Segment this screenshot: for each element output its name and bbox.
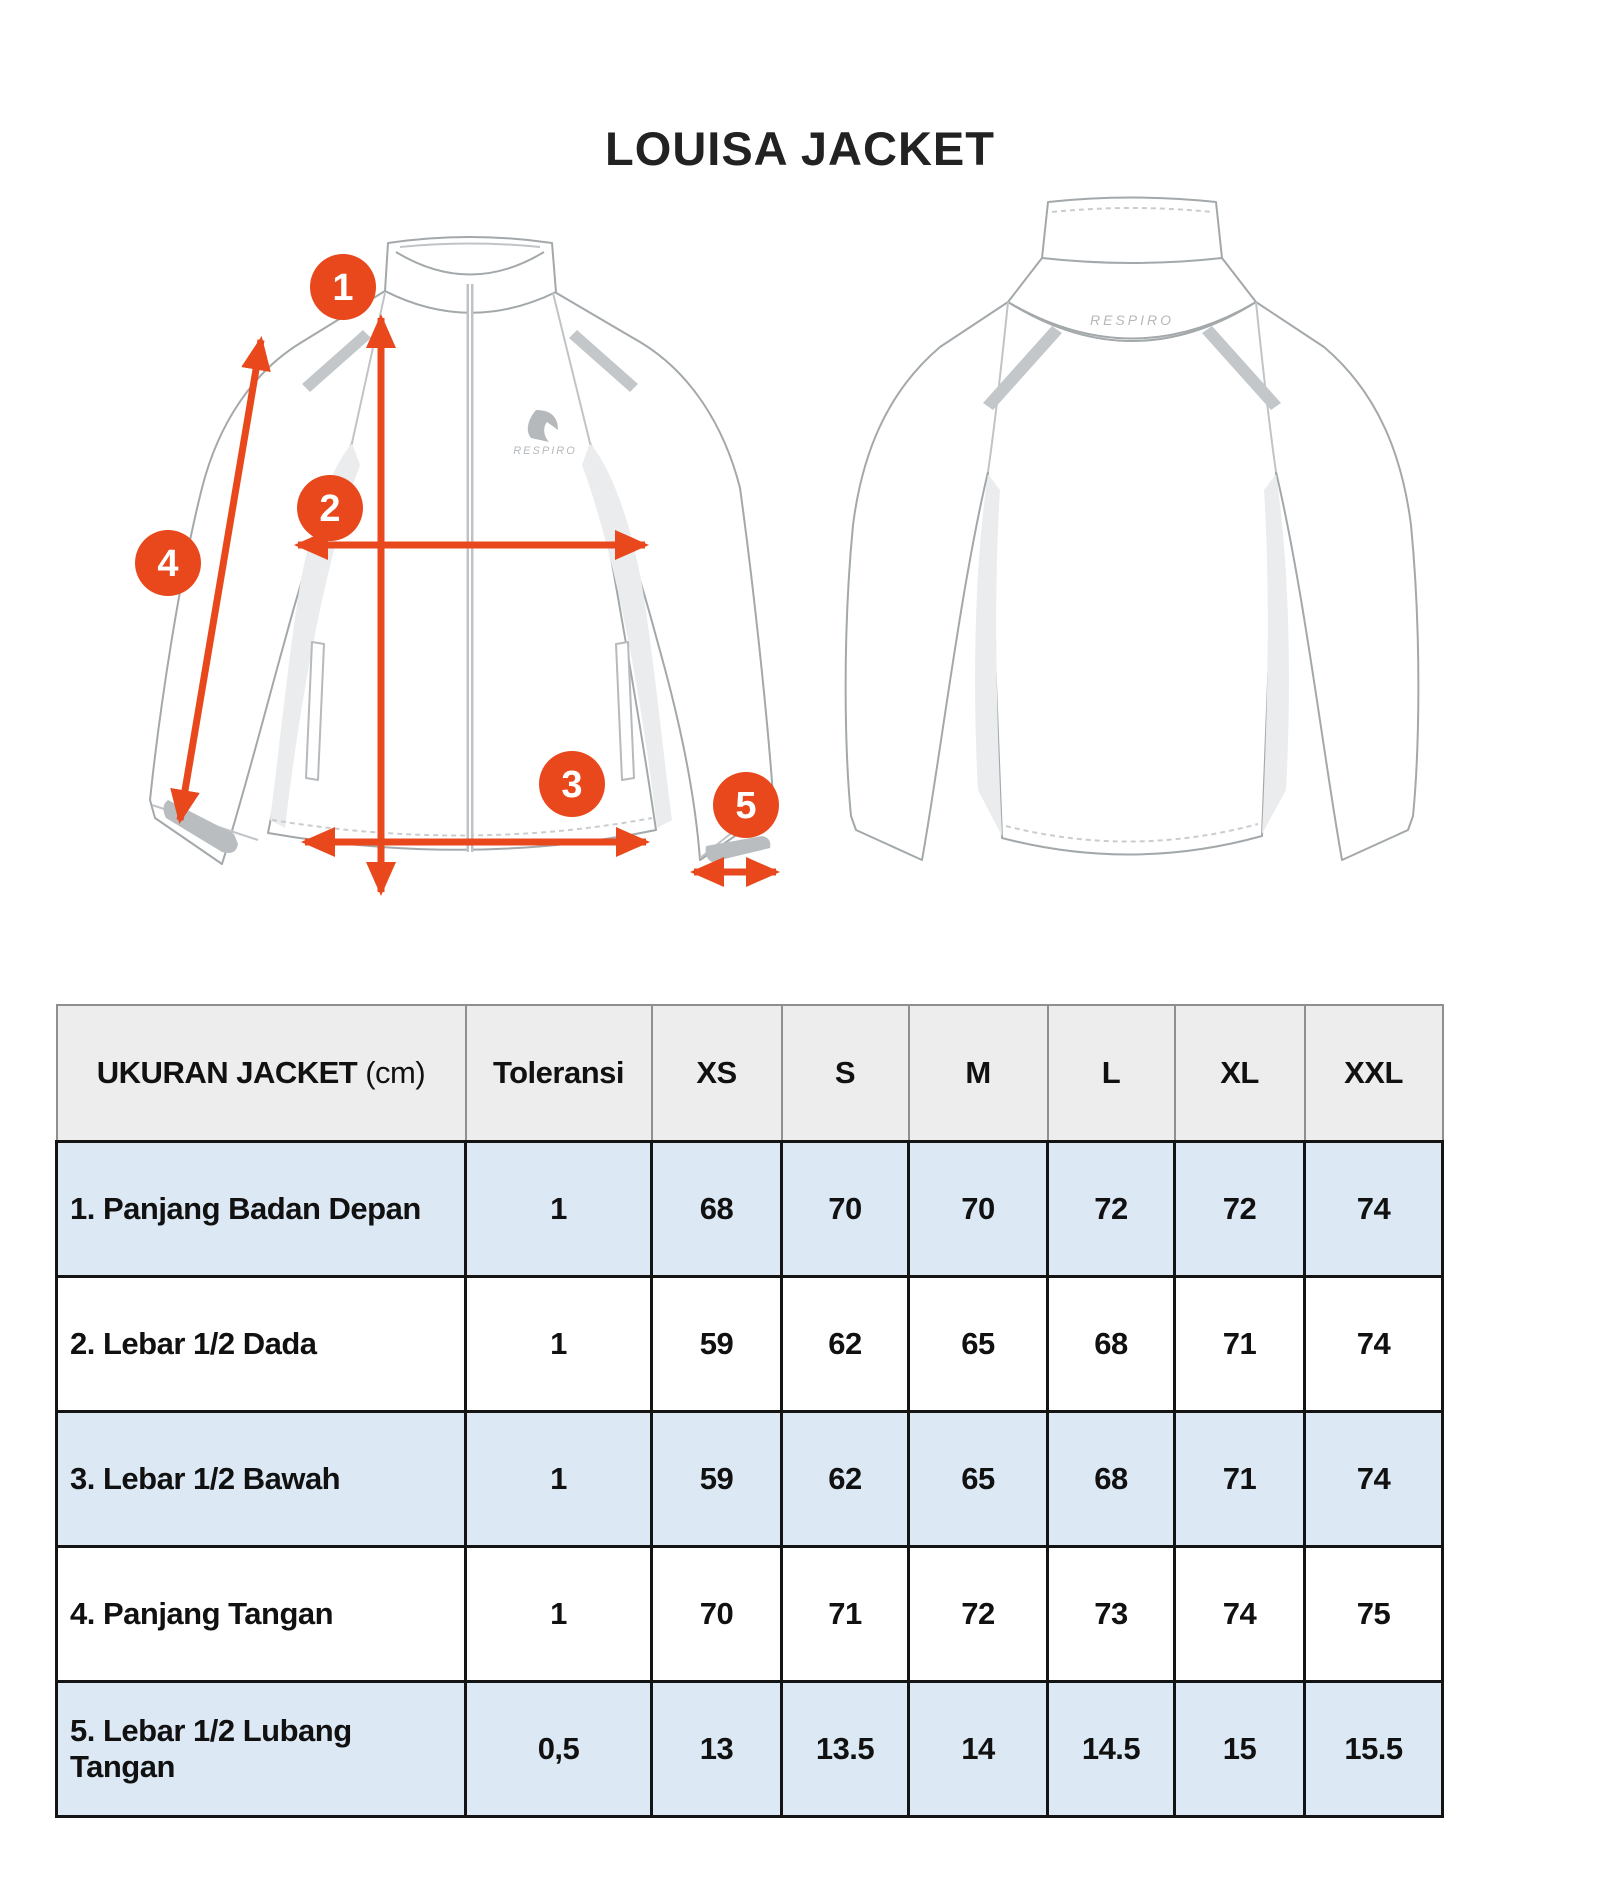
jacket-front-view: RESPIRO bbox=[149, 236, 774, 865]
size-value: 13.5 bbox=[780, 1680, 910, 1818]
size-table-header-row: UKURAN JACKET(cm) Toleransi XS S M L XL … bbox=[55, 1004, 1444, 1143]
measure-badge-4: 4 bbox=[135, 530, 201, 596]
size-value: 14 bbox=[907, 1680, 1049, 1818]
size-value: 59 bbox=[650, 1275, 783, 1413]
size-value: 68 bbox=[650, 1140, 783, 1278]
size-diagram-svg: RESPIRO RESPIRO 1 bbox=[135, 196, 1420, 896]
col-header-size-xxl: XXL bbox=[1303, 1004, 1444, 1143]
badge-number: 5 bbox=[735, 785, 756, 827]
size-value: 74 bbox=[1303, 1275, 1444, 1413]
jacket-back-view: RESPIRO bbox=[844, 196, 1420, 861]
size-value: 70 bbox=[907, 1140, 1049, 1278]
col-header-size-xs: XS bbox=[650, 1004, 783, 1143]
size-value: 73 bbox=[1046, 1545, 1176, 1683]
badge-number: 2 bbox=[319, 488, 340, 530]
size-value: 74 bbox=[1173, 1545, 1306, 1683]
size-value: 68 bbox=[1046, 1275, 1176, 1413]
size-value: 15.5 bbox=[1303, 1680, 1444, 1818]
col-header-size-l: L bbox=[1046, 1004, 1176, 1143]
brand-logo-front: RESPIRO bbox=[513, 410, 577, 457]
size-value: 70 bbox=[780, 1140, 910, 1278]
ukuran-jacket-label: UKURAN JACKET bbox=[96, 1055, 358, 1090]
col-header-size-m: M bbox=[907, 1004, 1049, 1143]
size-value: 75 bbox=[1303, 1545, 1444, 1683]
measure-badge-3: 3 bbox=[539, 751, 605, 817]
size-value: 62 bbox=[780, 1275, 910, 1413]
ukuran-jacket-unit: (cm) bbox=[365, 1055, 426, 1090]
size-value: 71 bbox=[1173, 1410, 1306, 1548]
brand-swoosh-icon bbox=[527, 410, 558, 442]
brand-text-back: RESPIRO bbox=[1090, 312, 1174, 328]
badge-number: 3 bbox=[561, 764, 582, 806]
size-value: 70 bbox=[650, 1545, 783, 1683]
size-value: 74 bbox=[1303, 1410, 1444, 1548]
measure-badge-5: 5 bbox=[713, 772, 779, 838]
size-value: 59 bbox=[650, 1410, 783, 1548]
measure-badge-2: 2 bbox=[297, 475, 363, 541]
size-value: 71 bbox=[780, 1545, 910, 1683]
tolerance-value: 1 bbox=[464, 1275, 653, 1413]
size-value: 72 bbox=[1173, 1140, 1306, 1278]
size-value: 72 bbox=[1046, 1140, 1176, 1278]
tolerance-value: 0,5 bbox=[464, 1680, 653, 1818]
col-header-size-xl: XL bbox=[1173, 1004, 1306, 1143]
size-value: 65 bbox=[907, 1275, 1049, 1413]
back-collar bbox=[1041, 196, 1223, 264]
size-value: 68 bbox=[1046, 1410, 1176, 1548]
size-table: UKURAN JACKET(cm) Toleransi XS S M L XL … bbox=[55, 1004, 1444, 1818]
size-value: 71 bbox=[1173, 1275, 1306, 1413]
col-header-toleransi: Toleransi bbox=[464, 1004, 653, 1143]
row-label: 2. Lebar 1/2 Dada bbox=[55, 1275, 467, 1413]
size-table-section: UKURAN JACKET(cm) Toleransi XS S M L XL … bbox=[55, 1004, 1444, 1818]
row-label: 4. Panjang Tangan bbox=[55, 1545, 467, 1683]
badge-number: 4 bbox=[157, 543, 178, 585]
tolerance-value: 1 bbox=[464, 1140, 653, 1278]
brand-text-front: RESPIRO bbox=[513, 445, 577, 457]
badge-number: 1 bbox=[332, 267, 353, 309]
page-title: LOUISA JACKET bbox=[605, 122, 995, 176]
tolerance-value: 1 bbox=[464, 1410, 653, 1548]
front-body-outline bbox=[149, 290, 774, 865]
row-label: 3. Lebar 1/2 Bawah bbox=[55, 1410, 467, 1548]
back-body-outline bbox=[844, 301, 1420, 861]
size-value: 74 bbox=[1303, 1140, 1444, 1278]
row-label: 5. Lebar 1/2 Lubang Tangan bbox=[55, 1680, 467, 1818]
measure-arrow-4 bbox=[170, 336, 271, 824]
size-value: 62 bbox=[780, 1410, 910, 1548]
size-value: 13 bbox=[650, 1680, 783, 1818]
col-header-size-s: S bbox=[780, 1004, 910, 1143]
col-header-ukuran-jacket: UKURAN JACKET(cm) bbox=[55, 1004, 467, 1143]
size-value: 72 bbox=[907, 1545, 1049, 1683]
size-value: 15 bbox=[1173, 1680, 1306, 1818]
size-value: 14.5 bbox=[1046, 1680, 1176, 1818]
tolerance-value: 1 bbox=[464, 1545, 653, 1683]
row-label: 1. Panjang Badan Depan bbox=[55, 1140, 467, 1278]
jacket-measurement-diagram: RESPIRO RESPIRO 1 bbox=[135, 196, 1420, 896]
measure-badge-1: 1 bbox=[310, 254, 376, 320]
size-value: 65 bbox=[907, 1410, 1049, 1548]
